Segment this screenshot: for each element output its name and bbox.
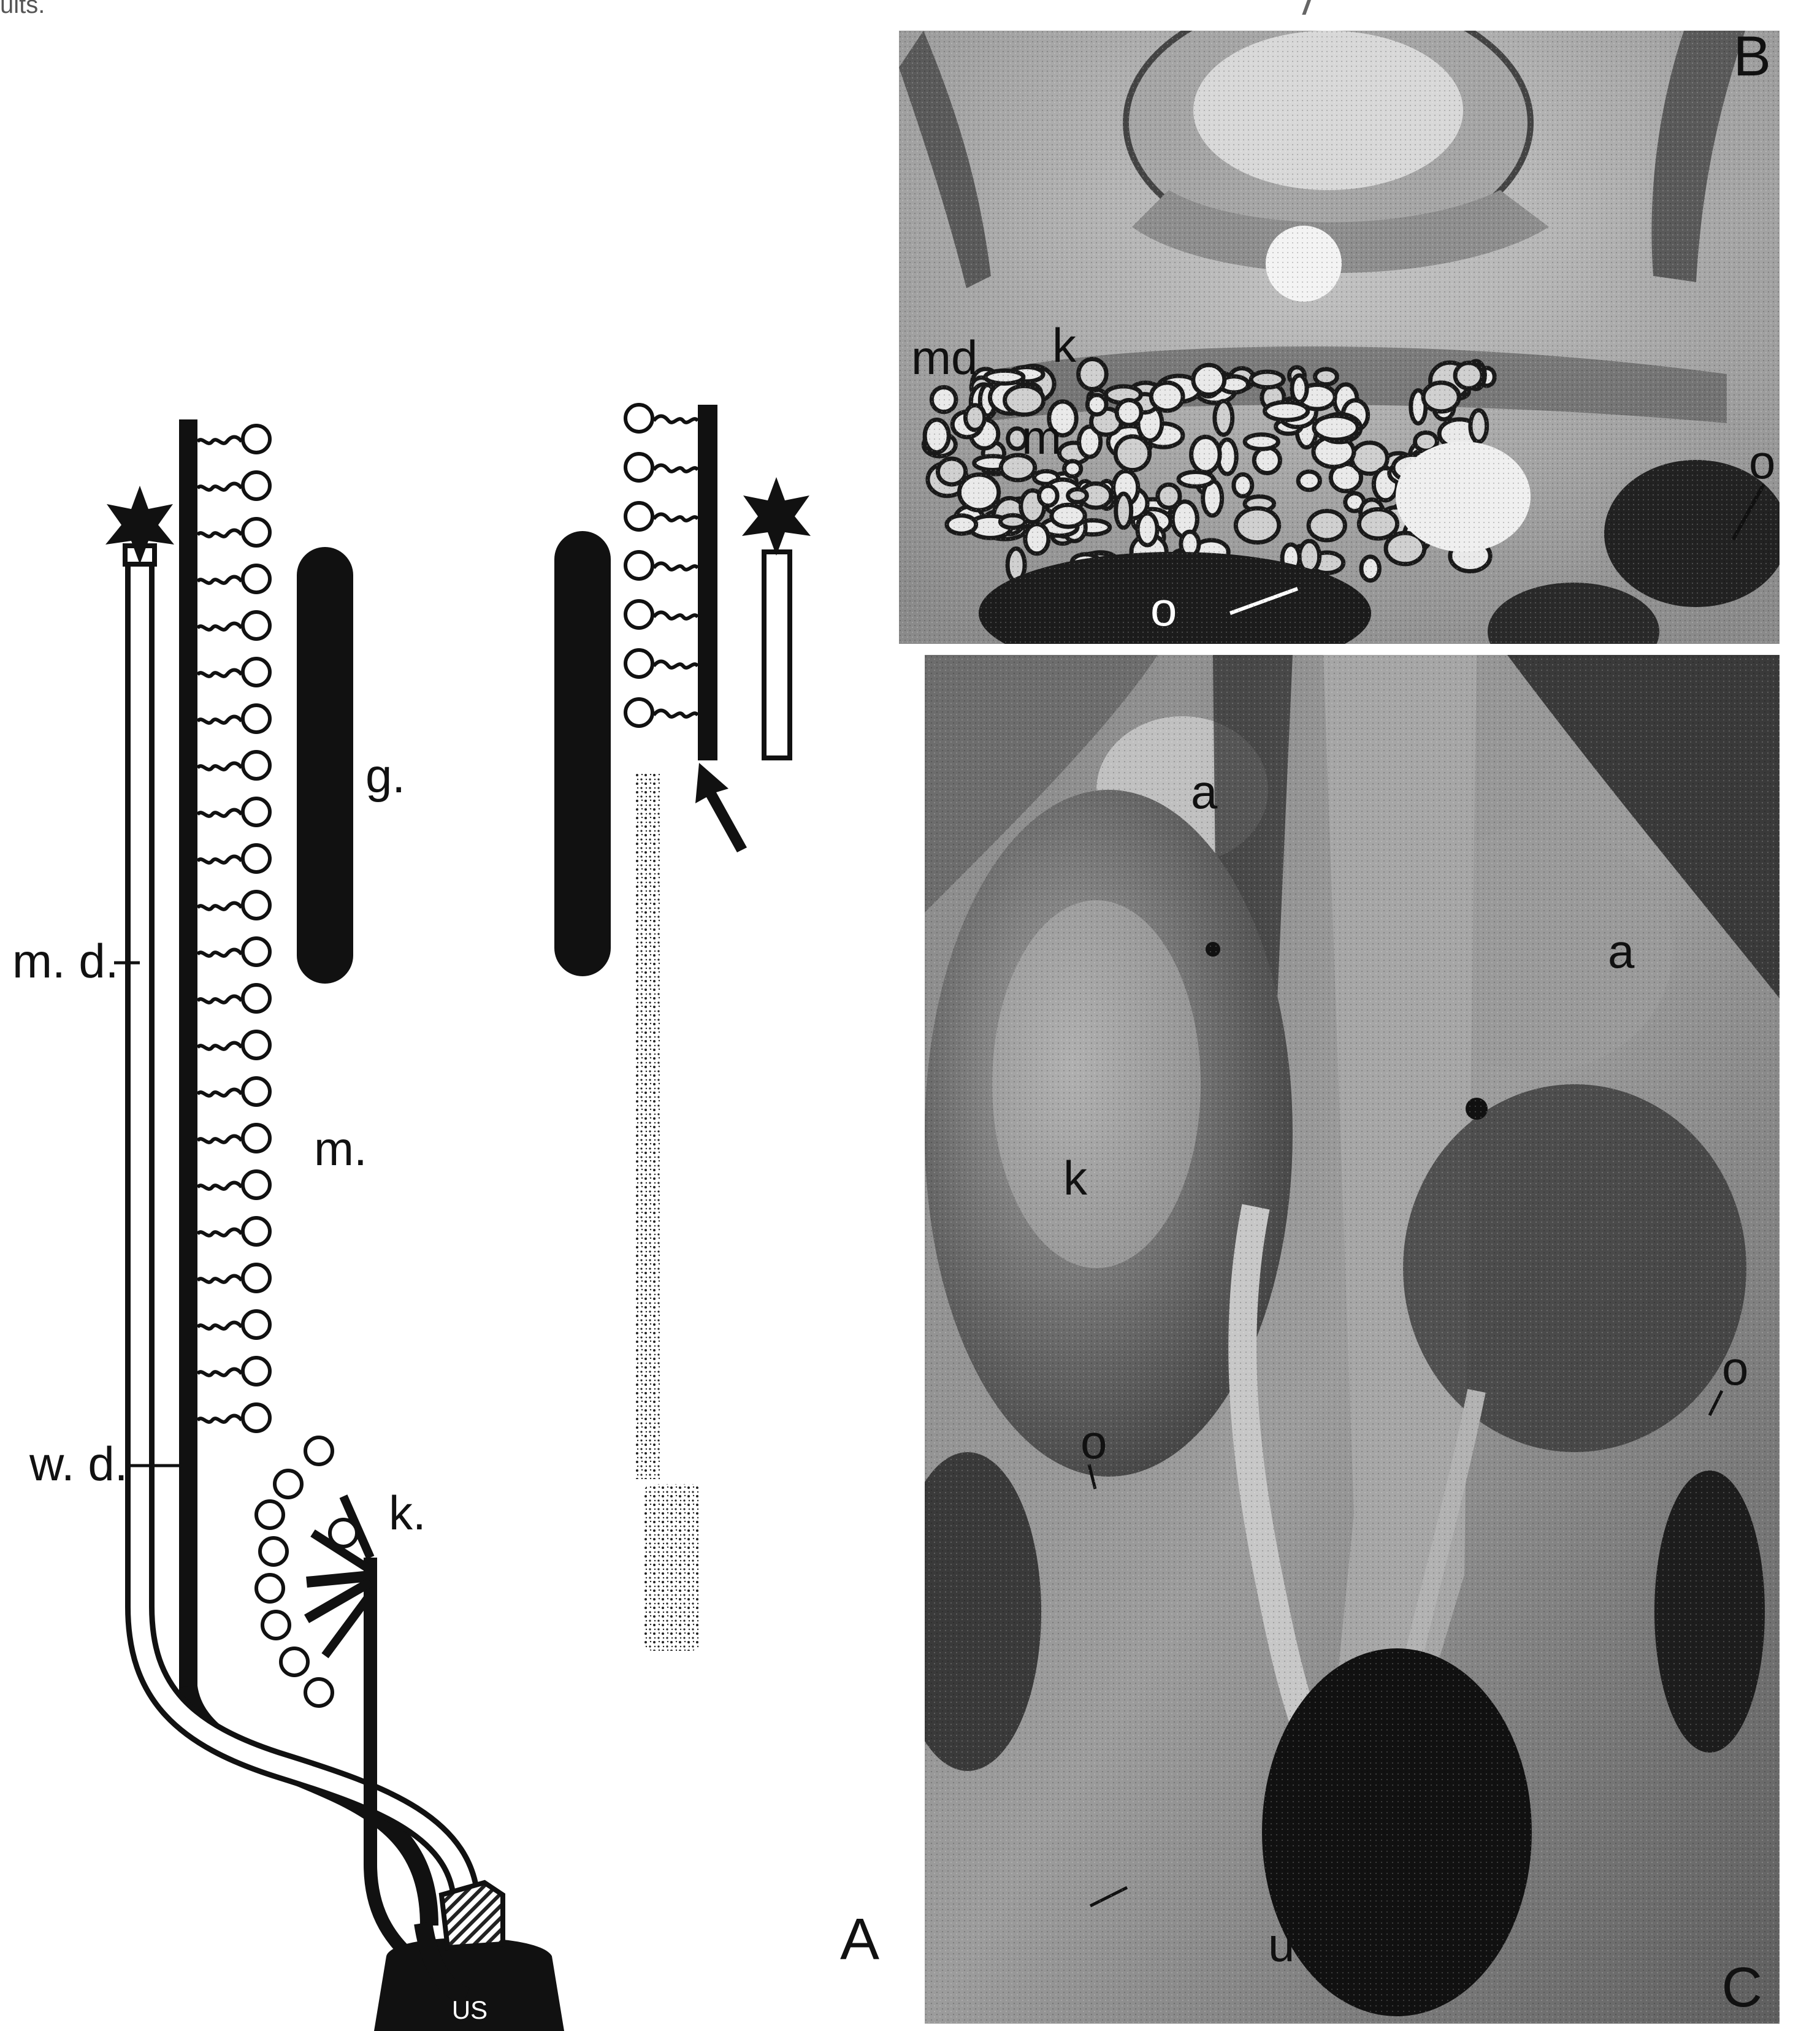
c-label-a-top: a [1191, 765, 1218, 819]
b-label-o-right: o [1749, 435, 1775, 489]
ostium-star-icon [105, 486, 174, 564]
arrow-icon [695, 763, 747, 852]
label-md: m. d. [12, 934, 118, 988]
stippled-regressed-duct [635, 774, 660, 1479]
label-mesonephros: m. [314, 1122, 367, 1176]
label-urogenital-sinus: US [452, 1995, 488, 2024]
right-wolffian-duct [698, 405, 717, 760]
stippled-block [644, 1484, 700, 1651]
panel-b-photo-shapes: md k m o o [899, 31, 1780, 644]
panel-c-letter: C [1722, 1956, 1762, 2020]
b-label-md: md [911, 331, 977, 384]
gonad-bar [297, 547, 353, 984]
mesonephric-tubules [197, 426, 270, 1431]
header-mark-fragment [1280, 0, 1321, 15]
c-label-o-left: o [1080, 1415, 1107, 1469]
panel-b-letter: B [1734, 31, 1771, 89]
c-label-a-right: a [1608, 924, 1635, 978]
panel-a-diagram: m. d. w. d. g. m. k. US [0, 0, 920, 2031]
label-wd: w. d. [29, 1437, 128, 1491]
right-schematic [554, 405, 811, 1651]
right-gonad-bar [554, 531, 611, 976]
right-mullerian-stub [764, 552, 790, 758]
b-label-o-left: o [1150, 582, 1177, 636]
right-mesonephric-tubules [625, 405, 698, 726]
c-label-o-right: o [1722, 1341, 1748, 1395]
panel-c-photo-shapes: a a k o o u [925, 655, 1780, 2024]
b-label-k: k [1052, 318, 1077, 372]
panel-b-photo: md k m o o B [899, 31, 1780, 644]
label-kidney: k. [389, 1486, 426, 1540]
label-gonad: g. [365, 749, 405, 803]
b-label-m: m [1022, 410, 1061, 464]
mullerian-duct [125, 546, 466, 1907]
right-ostium-star-icon [742, 477, 811, 556]
panel-a-letter: A [840, 1906, 879, 1973]
c-label-u: u [1268, 1918, 1294, 1972]
c-label-k: k [1063, 1151, 1088, 1205]
panel-c-photo: a a k o o u C [925, 655, 1780, 2024]
